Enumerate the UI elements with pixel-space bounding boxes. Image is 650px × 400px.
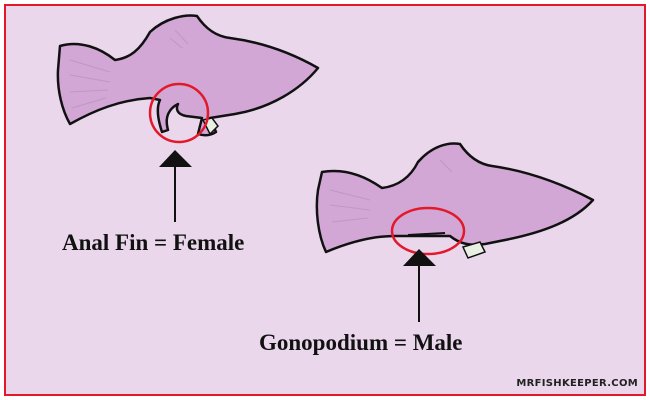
female-label: Anal Fin = Female bbox=[62, 230, 245, 255]
female-fish bbox=[56, 14, 320, 144]
anal-fin-highlight bbox=[148, 82, 210, 144]
male-fish bbox=[315, 142, 595, 259]
male-label: Gonopodium = Male bbox=[259, 330, 463, 355]
site-credit: MRFISHKEEPER.COM bbox=[516, 378, 638, 389]
gonopodium-highlight bbox=[390, 206, 466, 256]
arrow-up-icon bbox=[403, 249, 436, 266]
arrow-up-icon bbox=[159, 150, 192, 167]
